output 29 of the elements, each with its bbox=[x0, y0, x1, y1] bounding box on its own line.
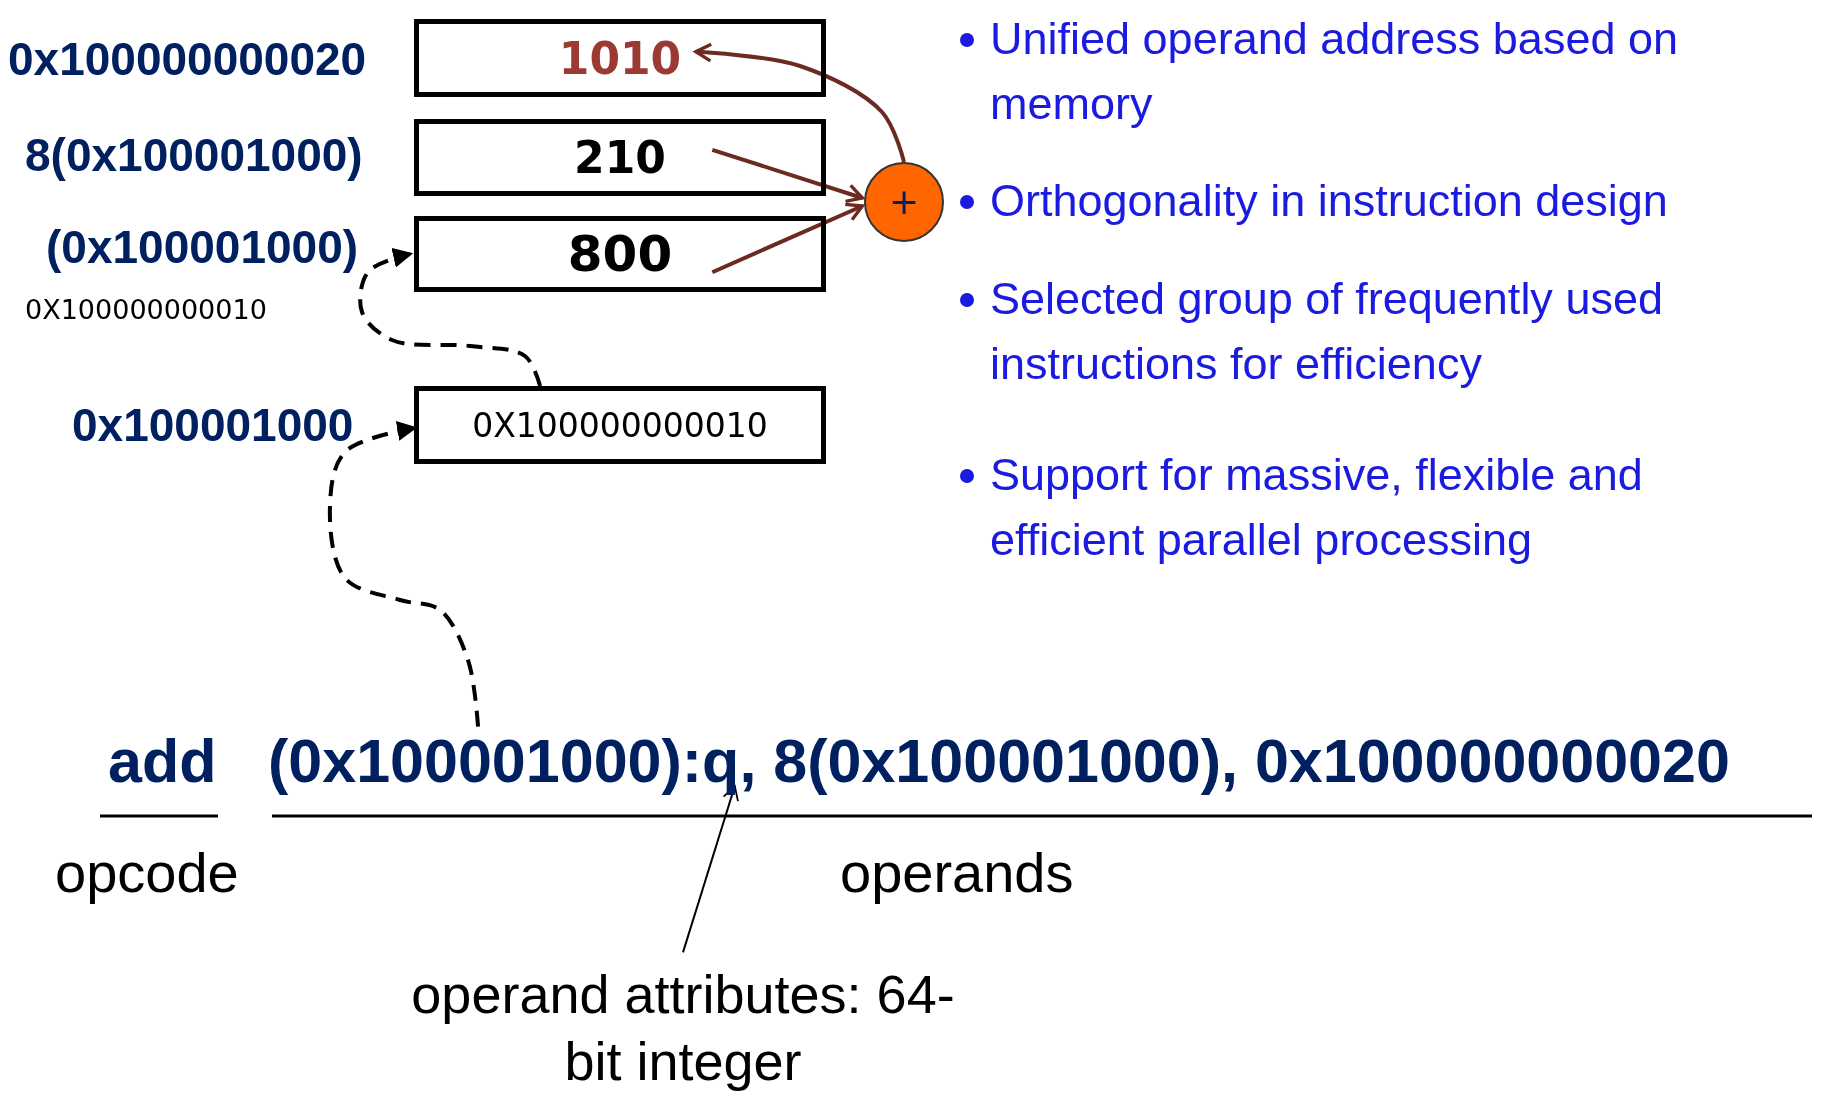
bullet-text: Selected group of frequently used instructions for efficiency bbox=[990, 272, 1664, 392]
value-text: 0X100000000010 bbox=[472, 405, 768, 445]
bullet-text: Support for massive, flexible and efficient parallel processing bbox=[990, 448, 1644, 568]
operand-list: (0x100001000):q, 8(0x100001000), 0x100000000020 bbox=[268, 726, 1730, 796]
bullet-text: Unified operand address based on memory bbox=[990, 12, 1679, 132]
address-label: 0x100000000020 bbox=[8, 32, 367, 86]
caption-text: operands bbox=[840, 840, 1074, 905]
memory-cell bbox=[414, 216, 826, 292]
dashed-arrow bbox=[327, 421, 481, 727]
bullet-text: Orthogonality in instruction design bbox=[990, 174, 1669, 228]
address-label: (0x100001000) bbox=[46, 220, 359, 274]
memory-cell bbox=[414, 19, 826, 97]
memory-cell bbox=[414, 119, 826, 196]
leader-line bbox=[682, 784, 739, 954]
value-text: 210 bbox=[574, 132, 666, 183]
value-text: 800 bbox=[567, 225, 673, 283]
address-label: 0x100001000 bbox=[72, 398, 354, 452]
annotation-text: operand attributes: 64-bit integer bbox=[410, 962, 956, 1093]
plus-sign: + bbox=[888, 184, 920, 220]
address-value: 0X100000000010 bbox=[25, 294, 267, 325]
dashed-arrow bbox=[358, 248, 542, 387]
arrow bbox=[694, 42, 906, 163]
arrow bbox=[711, 147, 865, 203]
arrow bbox=[711, 202, 865, 275]
value-text: 1010 bbox=[558, 32, 682, 84]
address-label: 8(0x100001000) bbox=[25, 128, 363, 182]
memory-cell bbox=[414, 386, 826, 464]
opcode-text: add bbox=[108, 726, 217, 797]
caption-text: opcode bbox=[55, 840, 239, 905]
